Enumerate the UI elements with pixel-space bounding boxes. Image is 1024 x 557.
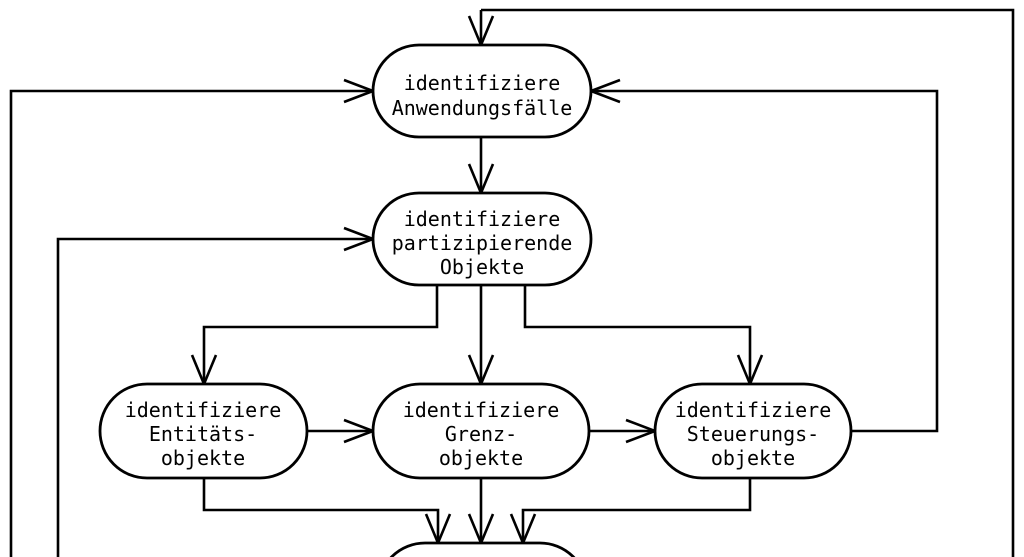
node-entity-objects[interactable]: identifiziere Entitäts- objekte: [98, 382, 309, 480]
node-participating-objects[interactable]: identifiziere partizipierende Objekte: [371, 191, 593, 287]
edge-entity-to-bottom: [202, 478, 440, 543]
node-control-objects-line2: Steuerungs-: [687, 422, 819, 446]
node-use-cases[interactable]: identifiziere Anwendungsfälle: [371, 43, 593, 139]
edge-control-to-bottom: [521, 478, 752, 543]
node-participating-objects-line3: Objekte: [440, 255, 524, 279]
edge-right-outer-rail: [481, 8, 1015, 557]
edge-participating-to-entity: [202, 285, 439, 384]
node-bottom-partial-shape: [389, 541, 576, 557]
edge-control-to-use-cases: [591, 89, 939, 433]
node-bottom-partial[interactable]: [378, 541, 587, 557]
node-control-objects[interactable]: identifiziere Steuerungs- objekte: [653, 382, 853, 480]
node-entity-objects-line1: identifiziere: [125, 398, 282, 422]
node-control-objects-line1: identifiziere: [675, 398, 832, 422]
node-participating-objects-shape: [371, 191, 593, 287]
node-use-cases-line1: identifiziere: [404, 71, 561, 95]
node-boundary-objects-shape: [371, 382, 591, 480]
edge-left-outer-rail: [9, 89, 373, 557]
node-boundary-objects[interactable]: identifiziere Grenz- objekte: [371, 382, 591, 480]
node-entity-objects-line3: objekte: [161, 446, 245, 470]
node-boundary-objects-line3: objekte: [439, 446, 523, 470]
node-control-objects-shape: [653, 382, 853, 480]
node-participating-objects-line1: identifiziere: [404, 207, 561, 231]
node-use-cases-shape: [371, 43, 593, 139]
edge-left-inner-rail: [56, 237, 373, 557]
node-use-cases-line2: Anwendungsfälle: [392, 96, 573, 120]
node-layer: identifiziere Anwendungsfälle identifizi…: [98, 43, 853, 557]
node-boundary-objects-line1: identifiziere: [403, 398, 560, 422]
node-entity-objects-shape: [98, 382, 309, 480]
node-entity-objects-line2: Entitäts-: [149, 422, 257, 446]
edge-participating-to-control: [523, 285, 752, 384]
node-participating-objects-line2: partizipierende: [392, 231, 573, 255]
node-control-objects-line3: objekte: [711, 446, 795, 470]
node-boundary-objects-line2: Grenz-: [445, 422, 517, 446]
